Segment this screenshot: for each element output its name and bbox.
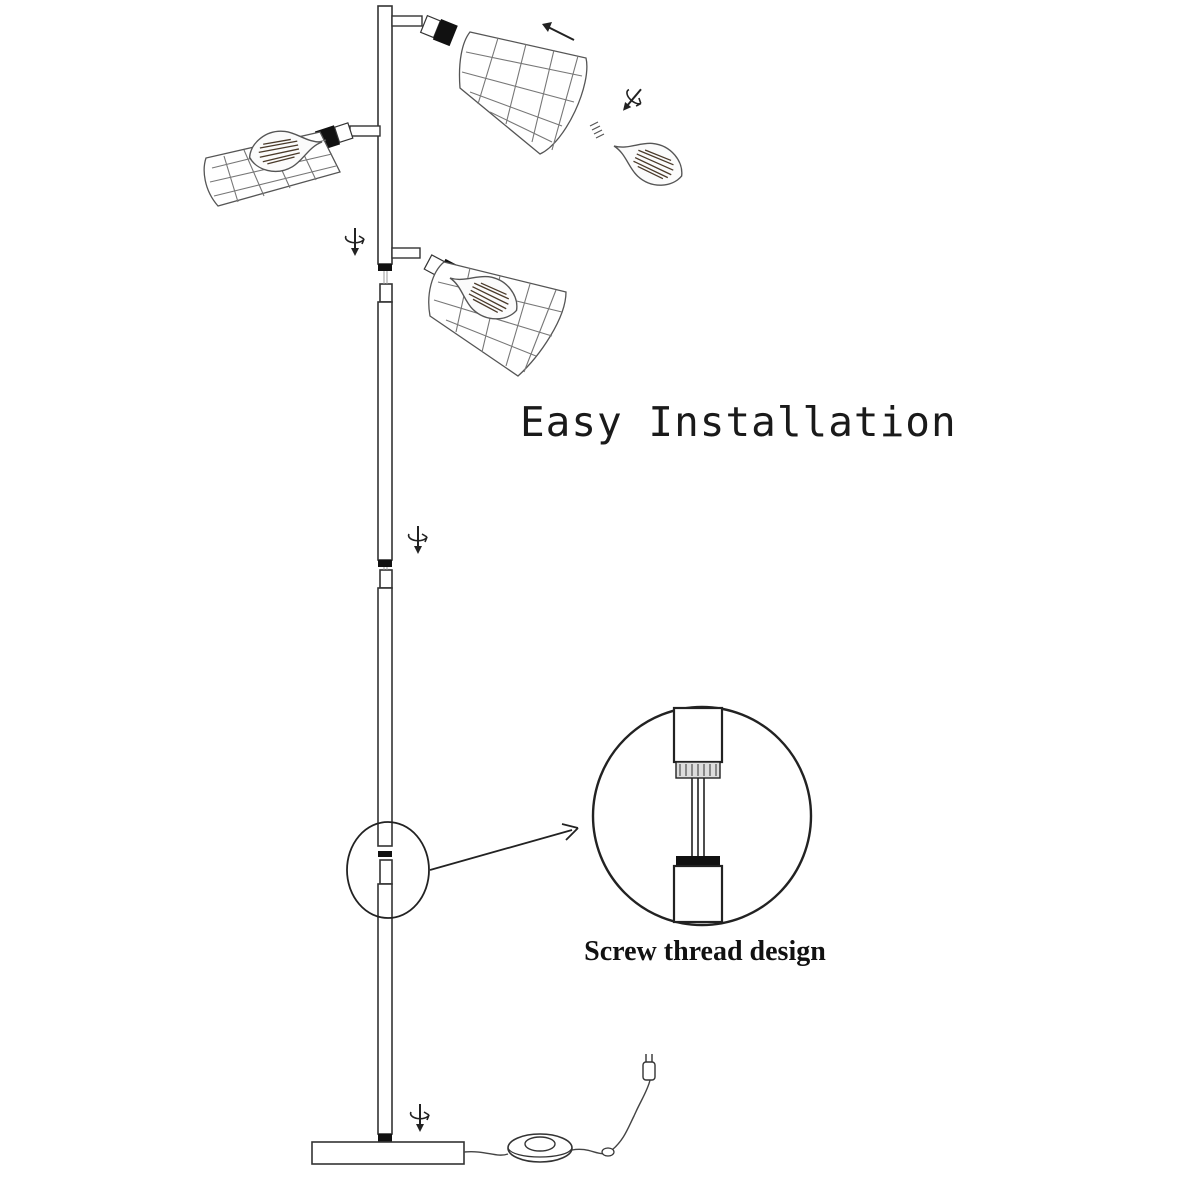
rotate-arrow-icon (614, 82, 649, 118)
inline-clip (601, 1147, 615, 1157)
detail-caption: Screw thread design (584, 936, 826, 967)
plug (642, 1054, 656, 1081)
bulb-spring (589, 121, 605, 139)
thread-rods (383, 271, 388, 570)
lamp-head-lower (391, 247, 567, 377)
callout-arrow-icon (429, 823, 579, 871)
lamp-head-upper-left (203, 121, 381, 207)
rotate-arrow-icon (409, 1103, 430, 1133)
lamp-pole (377, 5, 393, 1135)
detail-callout-small (346, 821, 430, 919)
power-cord (463, 1079, 651, 1156)
detail-magnified (591, 705, 813, 927)
rotate-arrow-icon (344, 227, 365, 257)
title: Easy Installation (520, 398, 957, 446)
lamp-base (311, 1141, 465, 1165)
rotate-arrow-icon (407, 525, 428, 555)
lamp-head-upper-right (391, 14, 691, 195)
pole-joints (378, 264, 392, 1143)
arrow-icon (542, 22, 575, 41)
foot-switch (507, 1133, 573, 1163)
